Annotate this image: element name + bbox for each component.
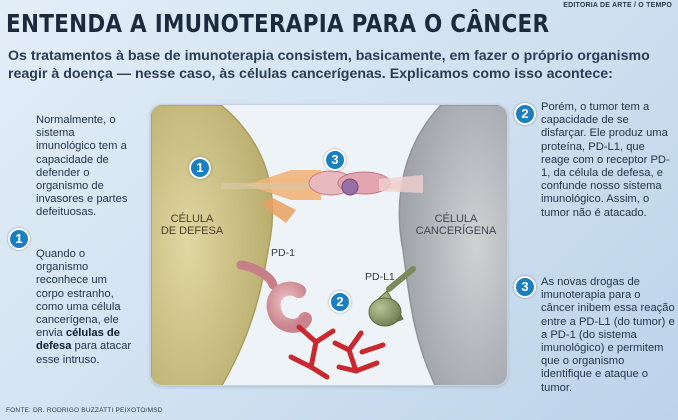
- defense-cell: [151, 105, 274, 385]
- defense-cell-label-line2: DE DEFESA: [160, 225, 224, 237]
- cancer-cell-label-line2: CANCERÍGENA: [415, 225, 497, 237]
- diagram-badge-3: 3: [324, 149, 346, 171]
- pdl1-label: PD-L1: [365, 271, 395, 283]
- diagram-panel: 1 3 2 CÉLULA DE DEFESA CÉLULA CANCERÍGEN…: [150, 104, 508, 386]
- left-paragraph-2: Quando o organismo reconhece um corpo es…: [36, 248, 136, 367]
- step-2-badge: 2: [514, 103, 536, 125]
- page-title: ENTENDA A IMUNOTERAPIA PARA O CÂNCER: [6, 9, 550, 38]
- left-paragraph-2-bold: células de defesa: [36, 327, 120, 353]
- antibody-right: [332, 330, 386, 374]
- diagram-badge-1: 1: [189, 157, 211, 179]
- cancer-cell-label-line1: CÉLULA: [434, 213, 478, 225]
- subtitle: Os tratamentos à base de imunoterapia co…: [8, 48, 650, 82]
- left-paragraph-2-end: para atacar esse intruso.: [36, 340, 132, 366]
- cancer-cell: [398, 105, 507, 385]
- source-note: FONTE: DR. RODRIGO BUZZATTI PEIXOTO/MSD: [6, 407, 163, 414]
- left-paragraph-2-text: Quando o organismo reconhece um corpo es…: [36, 248, 121, 340]
- top-interaction: [221, 170, 423, 223]
- pd1-label: PD-1: [271, 247, 295, 259]
- step-2-text: Porém, o tumor tem a capacidade de se di…: [541, 101, 670, 219]
- step-3-badge: 3: [514, 276, 536, 298]
- diagram-illustration: [151, 105, 507, 385]
- defense-cell-label: CÉLULA DE DEFESA: [157, 213, 227, 237]
- pdl1-ligand: [368, 266, 416, 327]
- credit-line: EDITORIA DE ARTE / O TEMPO: [563, 2, 672, 9]
- left-paragraph-1: Normalmente, o sistema imunológico tem a…: [36, 114, 128, 219]
- cancer-cell-label: CÉLULA CANCERÍGENA: [409, 213, 503, 237]
- diagram-badge-2: 2: [329, 291, 351, 313]
- defense-cell-label-line1: CÉLULA: [170, 213, 214, 225]
- step-3-text: As novas drogas de imunoterapia para o c…: [541, 276, 675, 394]
- step-1-badge: 1: [8, 228, 30, 250]
- antibody-left: [288, 324, 336, 380]
